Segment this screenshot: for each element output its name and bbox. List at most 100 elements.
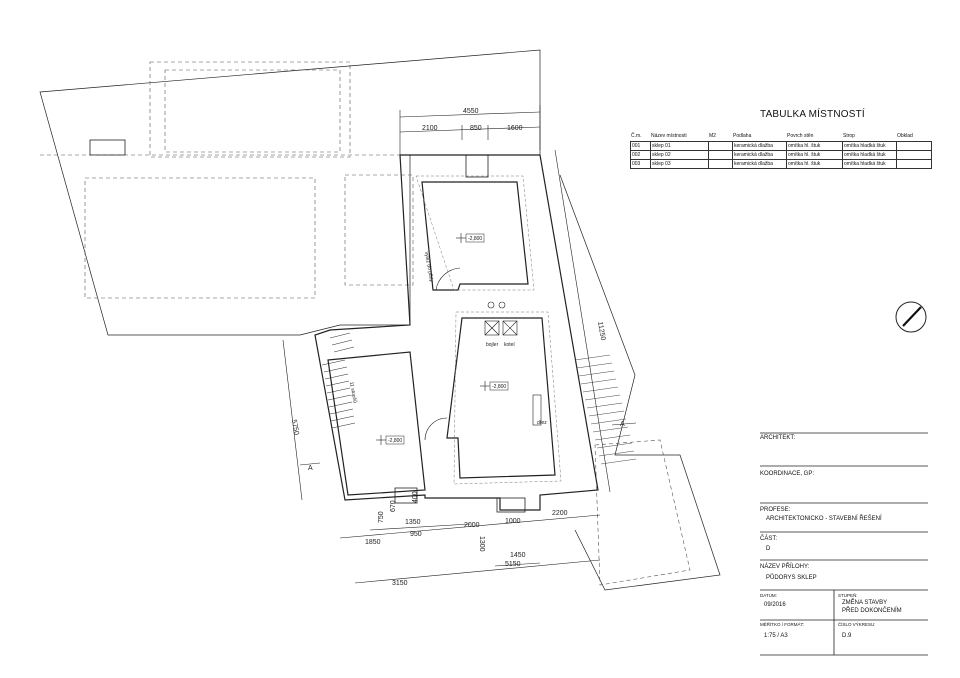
north-arrow-icon xyxy=(895,301,927,333)
table-row: 001 sklep 01 keramická dlažba omítka hl.… xyxy=(631,142,931,151)
dim-1000: 1000 xyxy=(505,518,521,525)
nazev-label: NÁZEV PŘÍLOHY: xyxy=(760,564,810,570)
dim-1300: 1300 xyxy=(478,536,485,552)
level-room1: -2,800 xyxy=(468,236,482,242)
room-table-title: TABULKA MÍSTNOSTÍ xyxy=(760,109,865,120)
cast-value: D xyxy=(766,546,771,552)
header-cell: Obklad xyxy=(897,133,913,139)
cell: omítka hl. štuk xyxy=(787,160,843,168)
dim-1450: 1450 xyxy=(510,552,526,559)
dim-2200: 2200 xyxy=(552,510,568,517)
yard-area-4 xyxy=(344,174,414,286)
profese-value: ARCHITEKTONICKO - STAVEBNÍ ŘEŠENÍ xyxy=(766,516,882,522)
vent-top xyxy=(465,154,489,178)
cell: 002 xyxy=(631,151,651,159)
cell xyxy=(709,142,733,150)
nazev-value: PŮDORYS SKLEP xyxy=(766,575,817,581)
dim-top-total: 4550 xyxy=(463,108,479,115)
label-kotel: kotel xyxy=(504,342,515,348)
label-bojler: bojler xyxy=(486,342,499,348)
cell: keramická dlažba xyxy=(733,142,787,150)
table-row: 003 sklep 03 keramická dlažba omítka hl.… xyxy=(631,160,931,168)
datum-value: 09/2016 xyxy=(764,602,786,608)
cislo-label: ČÍSLO VÝKRESU: xyxy=(838,622,876,627)
cell: omítka hladká štuk xyxy=(843,142,897,150)
staircase xyxy=(321,332,356,429)
exterior-steps xyxy=(574,354,637,465)
header-cell: Povrch stěn xyxy=(787,133,814,139)
window-bottom-1 xyxy=(394,487,418,504)
header-cell: M2 xyxy=(709,133,716,139)
section-marker-left: A xyxy=(308,465,313,472)
header-cell: Strop xyxy=(843,133,855,139)
building-outer-wall xyxy=(314,154,599,511)
room-table-header: Č.m. Název místnosti M2 Podlaha Povrch s… xyxy=(630,131,932,141)
table-row: 002 sklep 02 keramická dlažba omítka hl.… xyxy=(631,151,931,160)
cell: omítka hl. štuk xyxy=(787,151,843,159)
dim-950: 950 xyxy=(410,531,422,538)
furnace-symbol xyxy=(502,320,518,336)
door-arc-1 xyxy=(435,267,461,291)
stupen-label: STUPEŇ: xyxy=(838,593,858,598)
dim-1350: 1350 xyxy=(405,519,421,526)
level-room2: -2,800 xyxy=(492,384,506,390)
room-002-wall xyxy=(446,317,556,479)
meritko-value: 1:75 / A3 xyxy=(764,633,788,639)
dim-top-a: 2100 xyxy=(422,125,438,132)
dim-right-v: 11250 xyxy=(596,321,606,341)
room-table: Č.m. Název místnosti M2 Podlaha Povrch s… xyxy=(630,131,932,169)
dim-top-c: 1600 xyxy=(507,125,523,132)
stupen-value-2: PŘED DOKONČENÍM xyxy=(842,608,902,614)
label-sink: dřez xyxy=(537,420,547,426)
header-cell: Název místnosti xyxy=(651,133,687,139)
dim-3150: 3150 xyxy=(392,580,408,587)
header-cell: Podlaha xyxy=(733,133,752,139)
room-003-wall xyxy=(327,351,426,496)
profese-label: PROFESE: xyxy=(760,507,791,513)
cell: 001 xyxy=(631,142,651,150)
cell: sklep 03 xyxy=(651,160,709,168)
level-room3: -2,800 xyxy=(388,438,402,444)
yard-area-2 xyxy=(164,69,341,153)
cell: sklep 01 xyxy=(651,142,709,150)
garden-area xyxy=(594,439,691,586)
cislo-value: D.9 xyxy=(842,633,852,639)
dim-670: 670 xyxy=(390,500,397,512)
section-marker-right: A xyxy=(620,421,625,428)
cell: sklep 02 xyxy=(651,151,709,159)
header-cell: Č.m. xyxy=(631,133,642,139)
site-boundary xyxy=(39,49,541,336)
garden-boundary xyxy=(559,174,721,591)
cell: omítka hladká štuk xyxy=(843,160,897,168)
dim-top-b: 850 xyxy=(470,125,482,132)
cell xyxy=(709,160,733,168)
cell: omítka hl. štuk xyxy=(787,142,843,150)
stupen-value-1: ZMĚNA STAVBY xyxy=(842,600,888,606)
level-marker-room3: -2,800 xyxy=(376,435,405,445)
cell: keramická dlažba xyxy=(733,151,787,159)
cell xyxy=(897,151,933,159)
yard-area-3 xyxy=(84,177,316,299)
datum-label: DATUM: xyxy=(760,593,777,598)
window-bottom-2 xyxy=(496,497,526,513)
door-arc-2 xyxy=(424,417,448,441)
dim-left-v: 5750 xyxy=(290,419,300,436)
dim-5150: 5150 xyxy=(505,561,521,568)
level-marker-room2: -2,800 xyxy=(480,381,509,391)
dim-1850: 1850 xyxy=(365,539,381,546)
yard-area-1 xyxy=(149,61,351,158)
boiler-symbol xyxy=(484,320,500,336)
room-table-body: 001 sklep 01 keramická dlažba omítka hl.… xyxy=(630,141,932,169)
dim-2000: 2000 xyxy=(464,522,480,529)
koordinace-label: KOORDINACE, GP: xyxy=(760,471,815,477)
cell xyxy=(897,142,933,150)
dim-400: 400 xyxy=(412,491,419,503)
meritko-label: MĚŘÍTKO / FORMÁT: xyxy=(760,622,805,627)
cell: omítka hladká štuk xyxy=(843,151,897,159)
cell xyxy=(897,160,933,168)
label-stairs: 11 stupňů xyxy=(348,381,359,404)
architekt-label: ARCHITEKT: xyxy=(760,435,796,441)
dim-750: 750 xyxy=(378,511,385,523)
room-001-wall xyxy=(421,181,529,291)
